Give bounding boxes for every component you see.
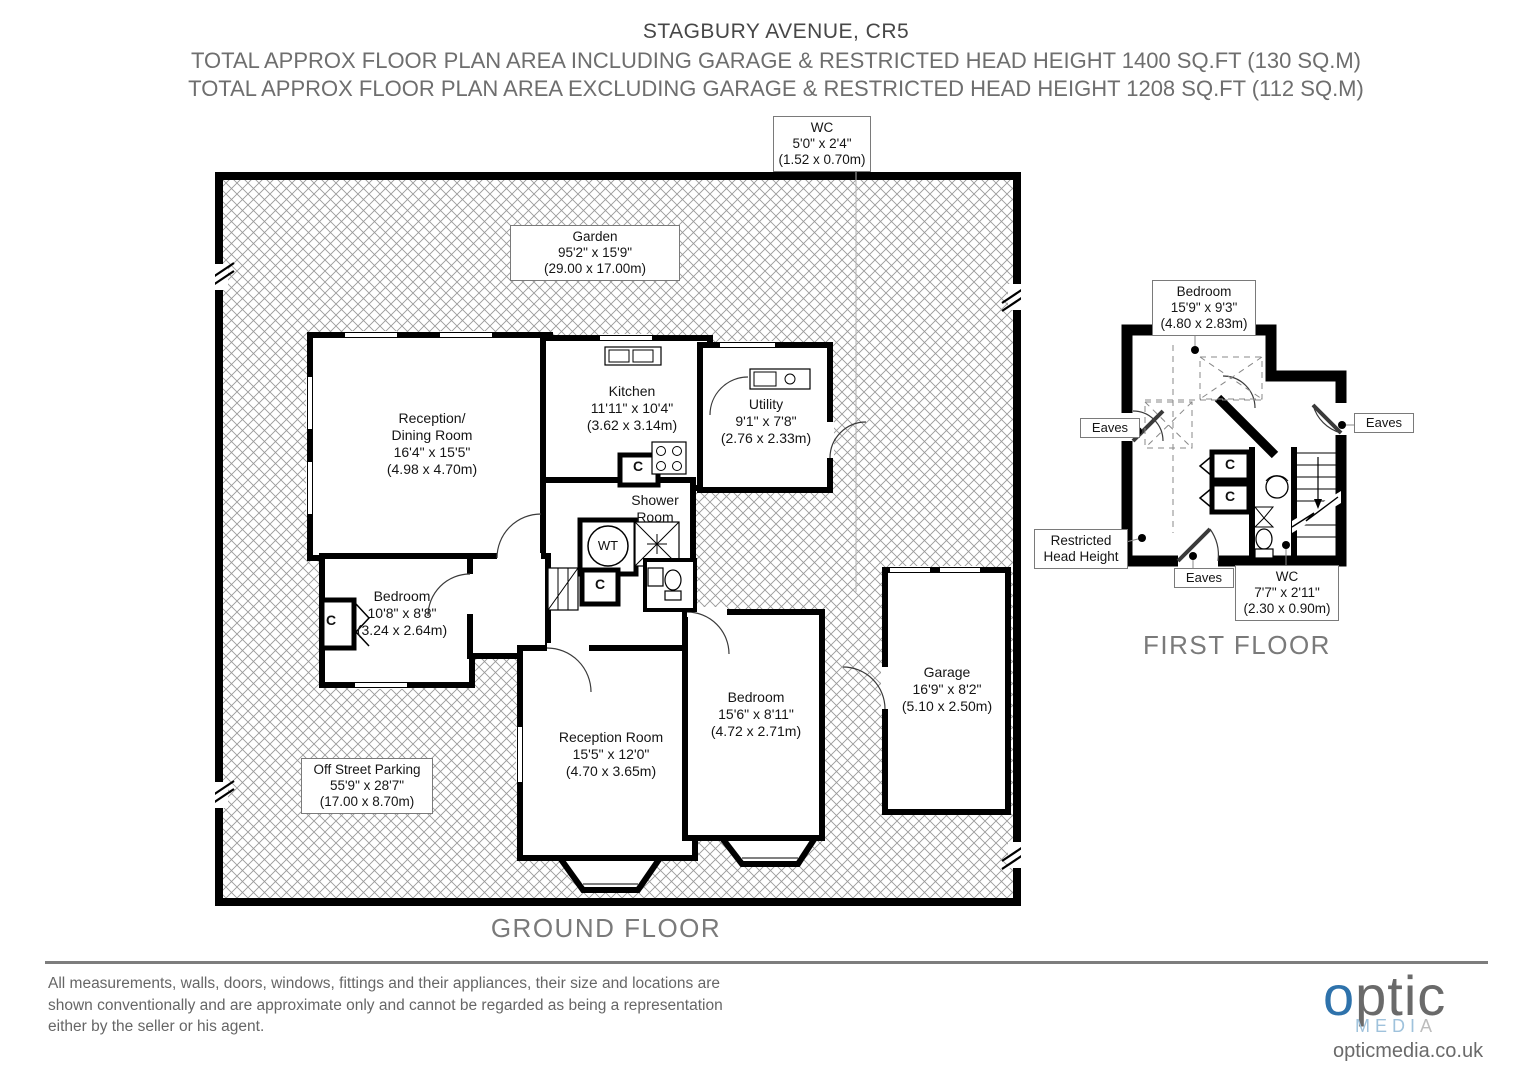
wc-dims-imperial: 5'0" x 2'4" [792,136,852,151]
ff-wc-callout: WC 7'7" x 2'11" (2.30 x 0.90m) [1235,565,1339,621]
wc-outbuilding-callout: WC 5'0" x 2'4" (1.52 x 0.70m) [773,116,871,172]
restricted-head-height-label: Restricted Head Height [1034,529,1128,569]
garden-dims-imperial: 95'2" x 15'9" [557,245,633,260]
subtitle-excluding-garage: TOTAL APPROX FLOOR PLAN AREA EXCLUDING G… [188,76,1364,101]
ff-bedroom-callout: Bedroom 15'9" x 9'3" (4.80 x 2.83m) [1152,280,1256,336]
logo-ptic: ptic [1355,964,1447,1027]
disclaimer-line-2: shown conventionally and are approximate… [48,996,723,1014]
logo-o: o [1323,964,1356,1027]
garden-label: Garden 95'2" x 15'9" (29.00 x 17.00m) [510,225,680,281]
parking-dims-metric: (17.00 x 8.70m) [319,794,415,809]
closet-label-kitchen: C [632,458,644,474]
room-label-bedroom-right: Bedroom 15'6" x 8'11" (4.72 x 2.71m) [710,689,802,739]
parking-dims-imperial: 55'9" x 28'7" [329,778,405,793]
wc-name: WC [810,120,834,135]
closet-label-hall: C [594,576,606,592]
room-label-utility: Utility 9'1" x 7'8" (2.76 x 2.33m) [720,396,812,446]
ff-closet-label-2: C [1224,488,1236,504]
wc-dims-metric: (1.52 x 0.70m) [778,152,866,167]
room-label-shower-room: Shower Room [631,492,679,525]
footer-divider [45,961,1488,964]
closet-label-bedroom: C [325,612,337,628]
eaves-label-bottom: Eaves [1174,568,1234,588]
first-floor-title: FIRST FLOOR [1143,630,1331,660]
eaves-label-left: Eaves [1080,418,1140,438]
room-label-reception-room: Reception Room 15'5" x 12'0" (4.70 x 3.6… [558,729,664,779]
room-label-bedroom-left: Bedroom 10'8" x 8'8" (3.24 x 2.64m) [356,588,448,638]
logo-media-word: MEDIA [1355,1016,1438,1036]
optic-media-logo: optic [1323,963,1446,1028]
subtitle-including-garage: TOTAL APPROX FLOOR PLAN AREA INCLUDING G… [191,48,1361,73]
eaves-label-right: Eaves [1354,413,1414,433]
room-label-reception-dining: Reception/ Dining Room 16'4" x 15'5" (4.… [386,410,478,477]
disclaimer-text: All measurements, walls, doors, windows,… [48,973,808,1038]
disclaimer-line-1: All measurements, walls, doors, windows,… [48,975,720,992]
disclaimer-line-3: either by the seller or his agent. [48,1018,265,1035]
ground-floor-title: GROUND FLOOR [490,913,722,943]
water-tank-label: WT [597,538,619,553]
logo-url: opticmedia.co.uk [1333,1040,1484,1062]
garden-name: Garden [572,229,618,244]
room-label-kitchen: Kitchen 11'11" x 10'4" (3.62 x 3.14m) [586,383,678,433]
parking-name: Off Street Parking [313,762,421,777]
page-title: STAGBURY AVENUE, CR5 [642,20,910,43]
ff-closet-label-1: C [1224,456,1236,472]
room-label-garage: Garage 16'9" x 8'2" (5.10 x 2.50m) [901,664,993,714]
off-street-parking-label: Off Street Parking 55'9" x 28'7" (17.00 … [301,758,433,814]
garden-dims-metric: (29.00 x 17.00m) [543,261,647,276]
